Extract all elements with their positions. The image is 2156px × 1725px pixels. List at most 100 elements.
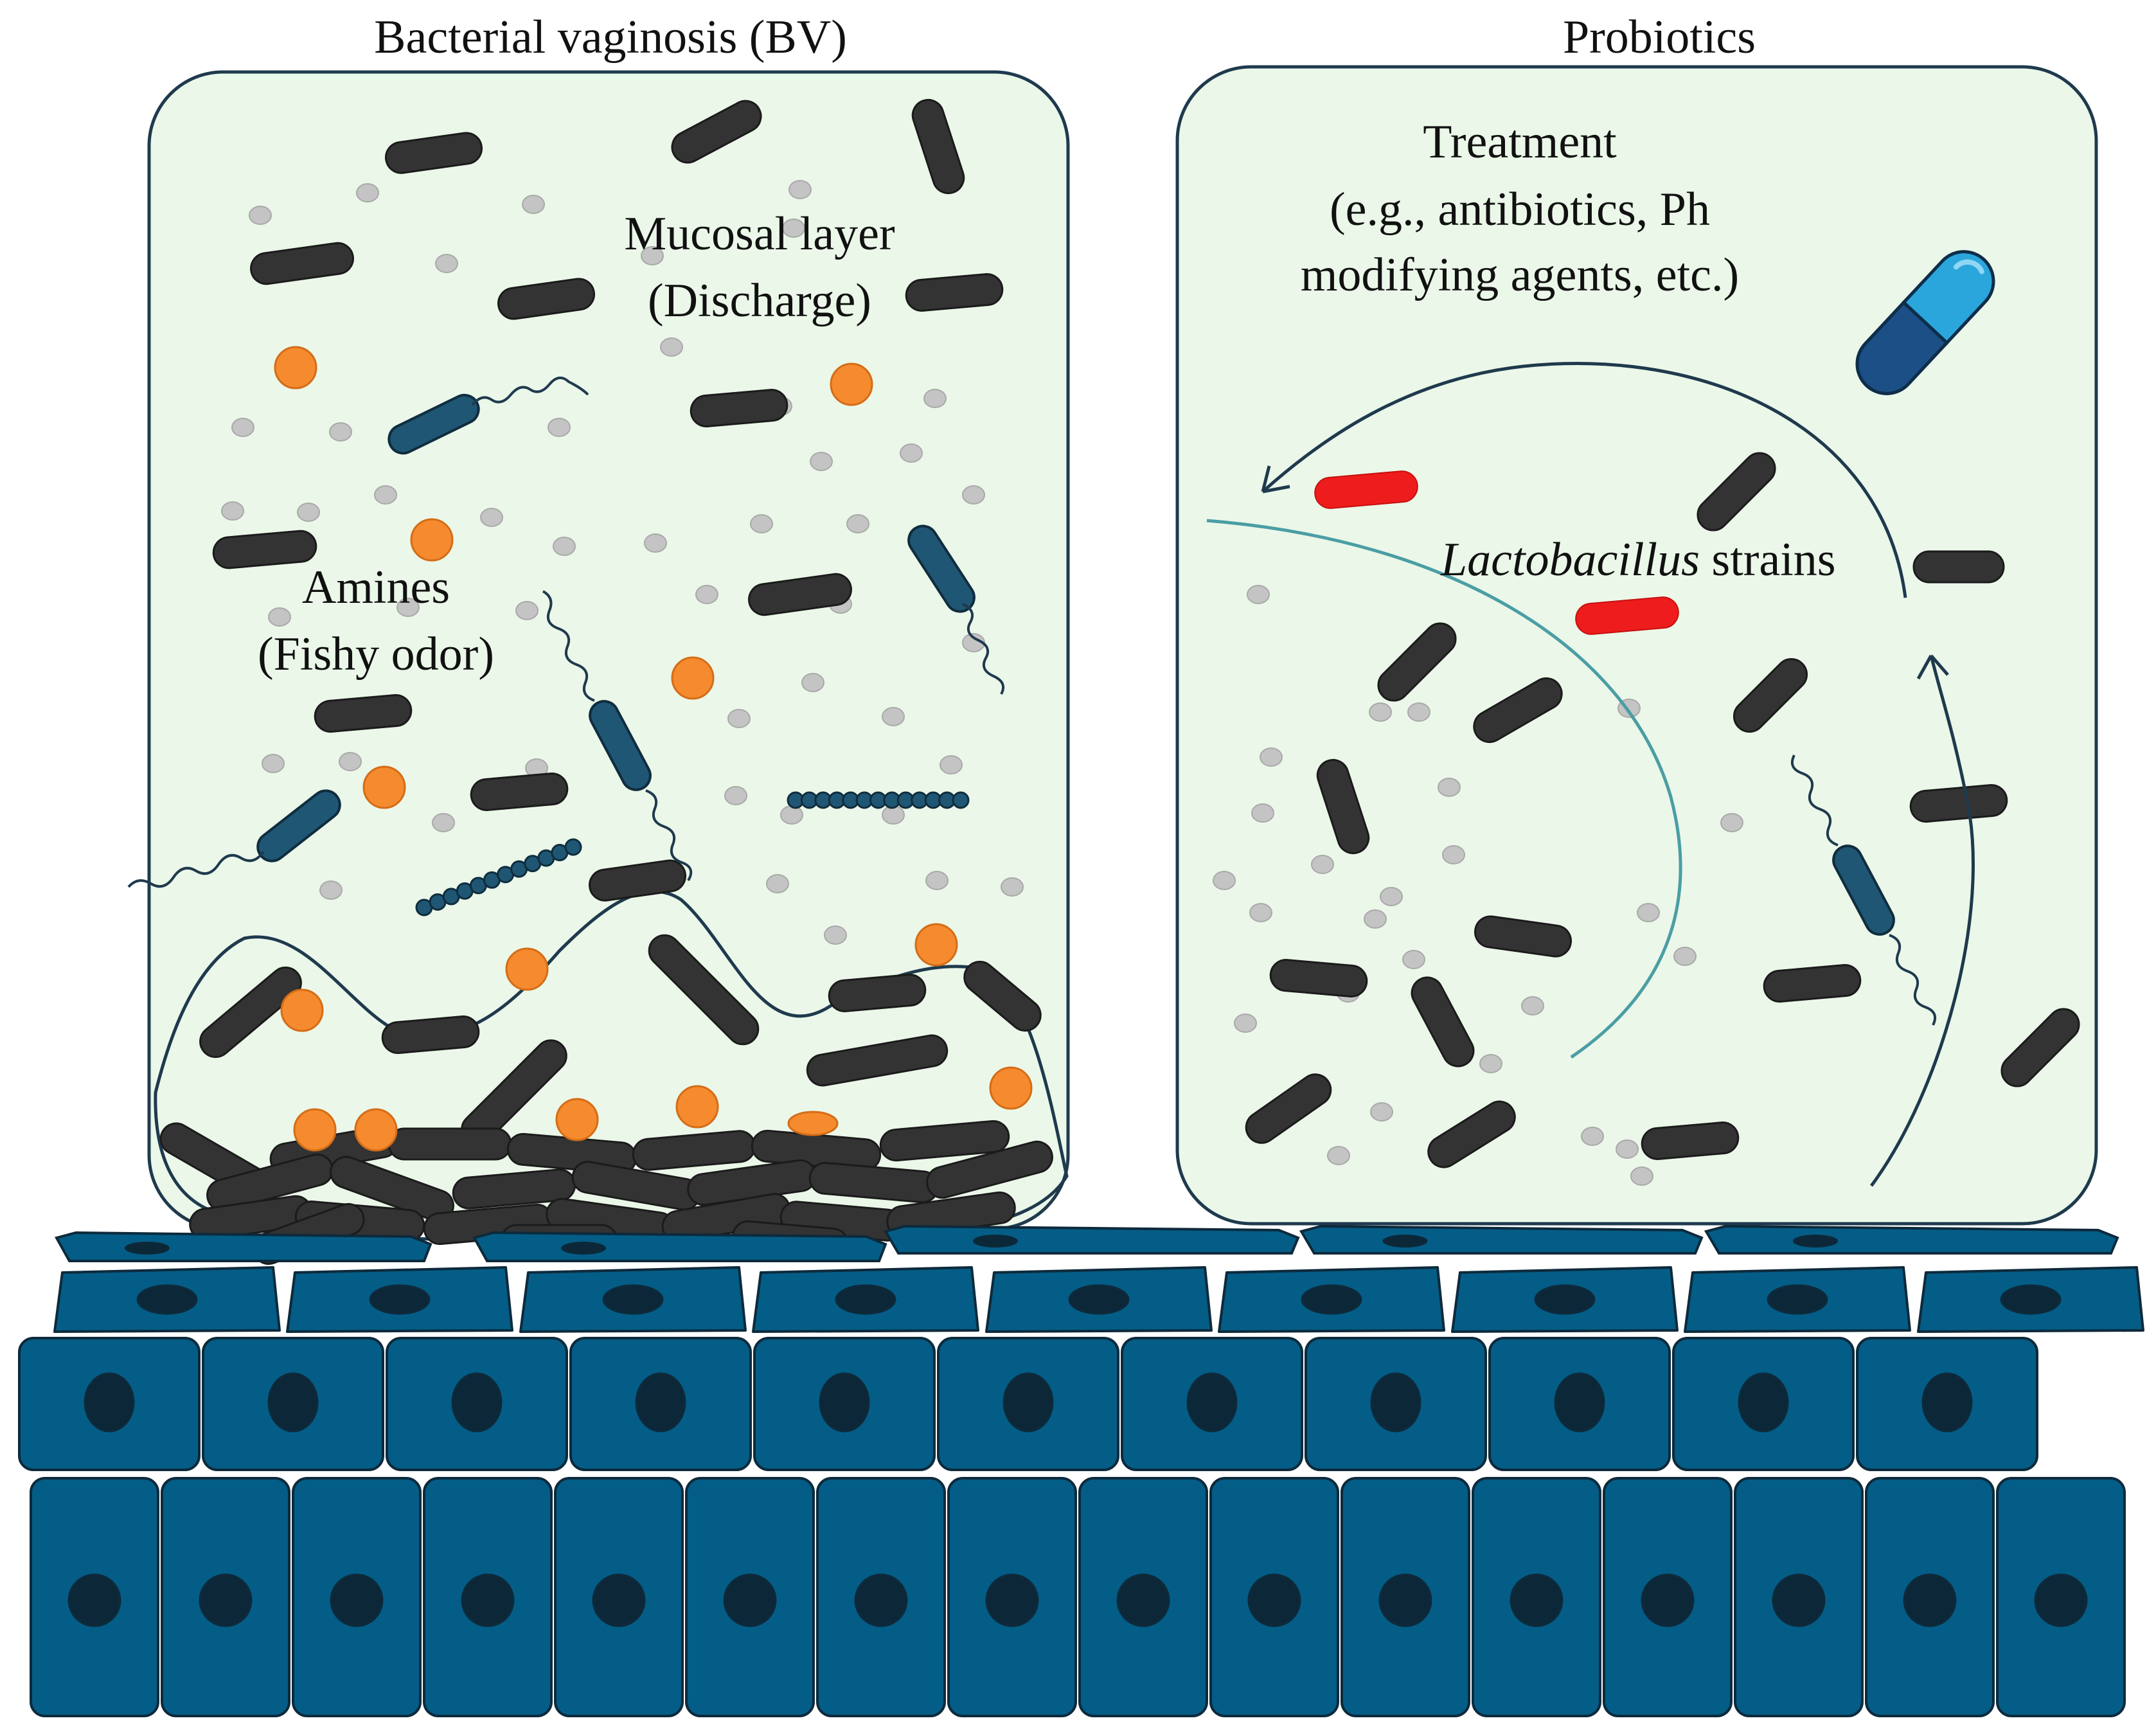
mucus-dot-2 [522,195,545,214]
flagellated-rod-2 [907,524,1004,695]
cocci-chain-2 [787,791,970,809]
rod-bacterium-20 [1377,622,1457,702]
basal-cell-16 [1996,1477,2126,1717]
mucus-dot-17 [297,503,320,522]
mucus-dot-31 [801,673,824,692]
cocci-chain-1-coccus-12 [564,838,582,856]
trapezoid-cell-3 [519,1266,747,1333]
mucus-dot-72 [1616,1140,1639,1159]
probiotics-panel [1175,65,2098,1226]
cuboidal-cell-nucleus-2 [267,1372,319,1433]
mucus-dot-69 [1581,1127,1604,1146]
mucus-dot-6 [356,183,379,202]
bv-panel-title: Bacterial vaginosis (BV) [374,11,847,64]
mucus-dot-19 [480,508,503,527]
basal-cell-nucleus-5 [592,1573,646,1627]
mucus-dot-49 [1407,702,1430,722]
rod-bacterium-14 [381,1015,480,1054]
cuboidal-cell-nucleus-8 [1370,1372,1421,1433]
trapezoid-cell-nucleus-3 [602,1284,664,1315]
cocci-chain-1 [415,838,582,916]
squamous-cell-body-3 [883,1224,1300,1255]
mucus-dot-73 [1479,1054,1502,1073]
lactobacillus-cell-1 [1314,470,1418,509]
trapezoid-cell-nucleus-2 [369,1284,431,1315]
basal-cell-nucleus-16 [2034,1573,2088,1627]
cocci-chain-2-coccus-13 [952,791,970,809]
mucus-dot-3 [782,219,805,238]
mucus-dot-12 [923,389,947,408]
trapezoid-cell-nucleus-8 [1767,1284,1828,1315]
mucus-dot-35 [339,752,362,771]
rod-bacterium-13 [199,966,302,1059]
mucus-dot-67 [1370,1102,1393,1122]
cuboidal-cell-nucleus-3 [451,1372,503,1433]
basal-cell-4 [423,1477,553,1717]
treatment-arc-arrowhead [1261,465,1290,494]
lactobacillus-genus: Lactobacillus [1440,533,1700,586]
mucus-dot-38 [724,786,747,805]
mucus-dot-51 [1260,747,1283,767]
rod-bacterium-11 [470,773,569,811]
mucus-dot-34 [262,754,285,773]
cocci-chains [415,791,970,916]
capsule-icon [1855,250,1995,395]
mucus-dot-8 [231,418,254,437]
squamous-cell-3 [883,1224,1300,1255]
basal-cell-15 [1865,1477,1995,1717]
basal-cell-8 [947,1477,1077,1717]
strains-word: strains [1700,533,1836,586]
cuboidal-cell-7 [1121,1337,1303,1471]
amines-label-line1: Amines [302,561,450,614]
rod-bacterium-24 [1733,657,1808,733]
lactobacillus-cells [1314,470,1679,635]
mucus-dot-63 [1521,996,1544,1015]
mucus-dot-18 [374,485,397,505]
cuboidal-cell-8 [1305,1337,1487,1471]
lactobacillus-cell-2 [1575,596,1679,635]
lactobacillus-strains-label: Lactobacillus strains [1440,533,1836,586]
amine-dot-3 [410,518,454,562]
squamous-cell-4 [1299,1224,1704,1255]
rod-bacterium-3 [911,98,965,195]
mucus-dot-14 [548,418,571,437]
mucus-dot-57 [1380,887,1403,906]
squamous-cell-2 [472,1231,887,1262]
basal-cell-2 [161,1477,290,1717]
mucus-dot-10 [660,337,683,357]
trapezoid-cell-nucleus-7 [1534,1284,1596,1315]
basal-cell-nucleus-15 [1903,1573,1957,1627]
cuboidal-cell-3 [386,1337,568,1471]
mucus-dot-59 [1249,903,1272,922]
squamous-cell-body-1 [55,1231,432,1262]
rod-bacterium-32 [1245,1073,1332,1144]
cuboidal-cell-10 [1672,1337,1855,1471]
mucus-dot-13 [900,443,923,463]
cuboidal-cell-4 [569,1337,752,1471]
squamous-cell-nucleus-3 [973,1235,1018,1247]
trapezoid-cell-4 [752,1266,979,1333]
rod-bacterium-16 [828,974,927,1012]
rod-bacterium-1 [384,132,483,174]
mucus-dot-36 [432,813,455,832]
cuboidal-cell-11 [1856,1337,2038,1471]
treatment-label: Treatment (e.g., antibiotics, Ph modifyi… [1301,116,1739,301]
rod-bacterium-41 [879,1120,1010,1162]
rod-bacterium-23 [1912,550,2005,584]
basal-cell-10 [1209,1477,1339,1717]
flagellated-rod-1 [388,377,589,455]
basal-cell-nucleus-12 [1510,1573,1564,1627]
basal-cell-6 [685,1477,815,1717]
basal-cell-nucleus-9 [1116,1573,1170,1627]
basal-cell-13 [1603,1477,1733,1717]
mucus-dot-58 [1442,845,1465,864]
trapezoid-cell-nucleus-5 [1068,1284,1130,1315]
mucus-dot-53 [1438,778,1461,797]
amine-dot-10 [354,1108,398,1152]
rod-bacterium-9 [748,573,852,616]
trapezoid-cell-2 [286,1266,513,1333]
amine-dot-6 [505,947,549,991]
mucus-dot-55 [1311,855,1334,874]
mucus-dot-26 [396,598,420,617]
mucus-dot-71 [1630,1166,1653,1186]
